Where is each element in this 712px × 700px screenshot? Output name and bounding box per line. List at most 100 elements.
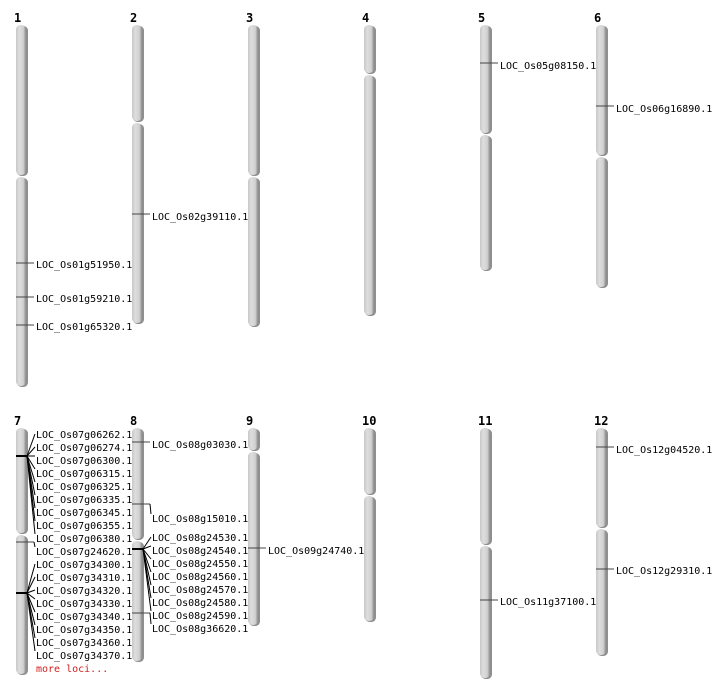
- locus-label[interactable]: LOC_Os05g08150.1: [500, 61, 596, 72]
- locus-label[interactable]: LOC_Os07g06325.1: [36, 482, 132, 493]
- locus-label[interactable]: LOC_Os07g06355.1: [36, 521, 132, 532]
- locus-label[interactable]: LOC_Os02g39110.1: [152, 212, 248, 223]
- chromosome-number: 12: [594, 414, 608, 428]
- locus-connector: [149, 612, 152, 625]
- locus-label[interactable]: LOC_Os07g06262.1: [36, 430, 132, 441]
- chromosome-number: 7: [14, 414, 21, 428]
- chromosome-q-arm[interactable]: [364, 75, 374, 315]
- chromosome-number: 4: [362, 11, 369, 25]
- locus-label[interactable]: LOC_Os07g34360.1: [36, 638, 132, 649]
- chromosome-q-arm[interactable]: [480, 135, 490, 270]
- chromosome-p-arm[interactable]: [16, 25, 26, 175]
- locus-label[interactable]: LOC_Os08g15010.1: [152, 514, 248, 525]
- chromosome-number: 10: [362, 414, 376, 428]
- chromosome-p-arm[interactable]: [248, 428, 258, 450]
- locus-label[interactable]: LOC_Os12g29310.1: [616, 566, 712, 577]
- more-loci-link[interactable]: more loci...: [36, 664, 108, 675]
- chromosome-q-arm[interactable]: [248, 452, 258, 625]
- chromosome-p-arm[interactable]: [480, 428, 490, 544]
- chromosome-q-arm[interactable]: [596, 529, 606, 655]
- chromosome-p-arm[interactable]: [596, 25, 606, 155]
- locus-label[interactable]: LOC_Os07g34350.1: [36, 625, 132, 636]
- locus-label[interactable]: LOC_Os01g59210.1: [36, 294, 132, 305]
- locus-connector: [26, 446, 36, 457]
- chromosome-q-arm[interactable]: [364, 496, 374, 621]
- chromosome-p-arm[interactable]: [248, 25, 258, 175]
- locus-label[interactable]: LOC_Os07g06335.1: [36, 495, 132, 506]
- locus-connector: [26, 589, 36, 594]
- locus-label[interactable]: LOC_Os07g34320.1: [36, 586, 132, 597]
- chromosome-q-arm[interactable]: [16, 535, 26, 674]
- chromosome-p-arm[interactable]: [364, 428, 374, 494]
- locus-label[interactable]: LOC_Os07g06345.1: [36, 508, 132, 519]
- chromosome-number: 11: [478, 414, 492, 428]
- chromosome-q-arm[interactable]: [480, 546, 490, 678]
- locus-connector: [26, 563, 36, 594]
- locus-connector: [26, 455, 36, 535]
- locus-label[interactable]: LOC_Os07g34310.1: [36, 573, 132, 584]
- locus-label[interactable]: LOC_Os07g06274.1: [36, 443, 132, 454]
- chromosome-p-arm[interactable]: [364, 25, 374, 73]
- locus-label[interactable]: LOC_Os08g36620.1: [152, 624, 248, 635]
- locus-label[interactable]: LOC_Os08g24570.1: [152, 585, 248, 596]
- locus-label[interactable]: LOC_Os08g24580.1: [152, 598, 248, 609]
- locus-label[interactable]: LOC_Os08g03030.1: [152, 440, 248, 451]
- chromosome-10[interactable]: 10: [362, 414, 376, 622]
- locus-label[interactable]: LOC_Os07g34300.1: [36, 560, 132, 571]
- locus-label[interactable]: LOC_Os07g24620.1: [36, 547, 132, 558]
- chromosome-number: 8: [130, 414, 137, 428]
- locus-label[interactable]: LOC_Os08g24590.1: [152, 611, 248, 622]
- locus-connector: [142, 548, 152, 612]
- locus-label[interactable]: LOC_Os11g37100.1: [500, 597, 596, 608]
- locus-label[interactable]: LOC_Os12g04520.1: [616, 445, 712, 456]
- chromosome-q-arm[interactable]: [596, 157, 606, 287]
- locus-label[interactable]: LOC_Os07g06300.1: [36, 456, 132, 467]
- locus-label[interactable]: LOC_Os08g24530.1: [152, 533, 248, 544]
- locus-label[interactable]: LOC_Os01g65320.1: [36, 322, 132, 333]
- locus-label[interactable]: LOC_Os09g24740.1: [268, 546, 364, 557]
- chromosome-number: 5: [478, 11, 485, 25]
- locus-label[interactable]: LOC_Os01g51950.1: [36, 260, 132, 271]
- chromosome-8[interactable]: 8LOC_Os08g03030.1LOC_Os08g15010.1LOC_Os0…: [130, 414, 248, 662]
- chromosome-number: 2: [130, 11, 137, 25]
- locus-label[interactable]: LOC_Os08g24550.1: [152, 559, 248, 570]
- chromosome-3[interactable]: 3: [246, 11, 260, 327]
- locus-label[interactable]: LOC_Os07g34340.1: [36, 612, 132, 623]
- locus-connector: [26, 433, 36, 457]
- chromosome-p-arm[interactable]: [596, 428, 606, 527]
- locus-connector: [26, 576, 36, 594]
- locus-connector: [26, 592, 36, 613]
- chromosome-q-arm[interactable]: [248, 177, 258, 326]
- chromosome-p-arm[interactable]: [132, 428, 142, 539]
- chromosome-1[interactable]: 1LOC_Os01g51950.1LOC_Os01g59210.1LOC_Os0…: [14, 11, 132, 387]
- locus-label[interactable]: LOC_Os08g24540.1: [152, 546, 248, 557]
- locus-label[interactable]: LOC_Os07g34330.1: [36, 599, 132, 610]
- chromosome-p-arm[interactable]: [132, 25, 142, 121]
- chromosome-number: 1: [14, 11, 21, 25]
- chromosome-q-arm[interactable]: [132, 541, 142, 661]
- locus-label[interactable]: LOC_Os07g06380.1: [36, 534, 132, 545]
- locus-label[interactable]: LOC_Os07g34370.1: [36, 651, 132, 662]
- locus-connector: [142, 545, 152, 550]
- chromosome-number: 3: [246, 11, 253, 25]
- chromosome-p-arm[interactable]: [480, 25, 490, 133]
- chromosome-4[interactable]: 4: [362, 11, 376, 316]
- locus-connector: [26, 592, 36, 600]
- locus-connector: [149, 503, 152, 515]
- locus-label[interactable]: LOC_Os06g16890.1: [616, 104, 712, 115]
- chromosome-q-arm[interactable]: [132, 123, 142, 323]
- locus-connector: [33, 541, 36, 548]
- locus-connector: [26, 592, 36, 652]
- chromosome-7[interactable]: 7LOC_Os07g06262.1LOC_Os07g06274.1LOC_Os0…: [14, 414, 132, 675]
- chromosome-q-arm[interactable]: [16, 177, 26, 386]
- locus-label[interactable]: LOC_Os08g24560.1: [152, 572, 248, 583]
- chromosome-p-arm[interactable]: [16, 428, 26, 533]
- locus-label[interactable]: LOC_Os07g06315.1: [36, 469, 132, 480]
